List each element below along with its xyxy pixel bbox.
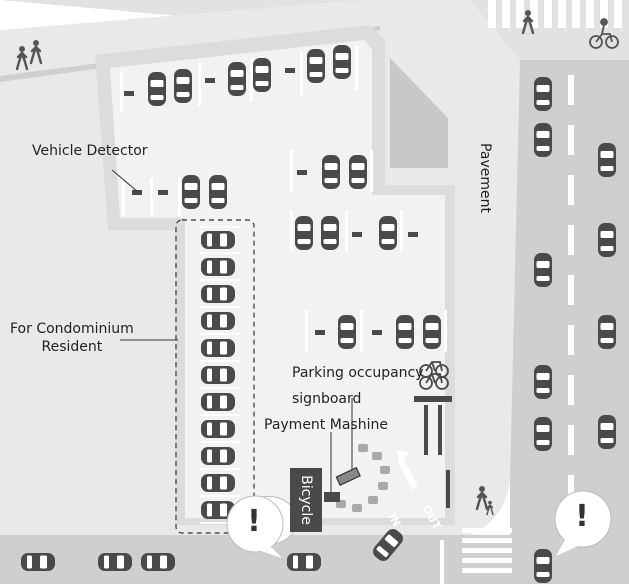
payment-machine-label: Payment Mashine <box>264 417 388 433</box>
condominium-resident-label: For Condominium Resident <box>10 320 134 356</box>
pavement-label-text: Pavement <box>477 143 493 213</box>
parking-occupancy-signboard-label: Parking occupancy signboard <box>292 360 424 412</box>
condominium-label-line1: For Condominium <box>10 321 134 337</box>
exclamation-speech-bubble-icon: ! <box>247 504 261 539</box>
exclamation-speech-bubble-icon: ! <box>575 499 589 534</box>
condominium-label-line2: Resident <box>41 339 103 355</box>
bicycle-parking-sign: Bicycle <box>290 468 322 532</box>
bicycle-sign-text: Bicycle <box>298 475 314 525</box>
floor-in-marking: IN <box>385 511 403 529</box>
vehicle-detector-label: Vehicle Detector <box>32 143 148 159</box>
pavement-label: Pavement <box>470 140 500 216</box>
signboard-label-line1: Parking occupancy <box>292 365 424 381</box>
signboard-label-line2: signboard <box>292 391 362 407</box>
